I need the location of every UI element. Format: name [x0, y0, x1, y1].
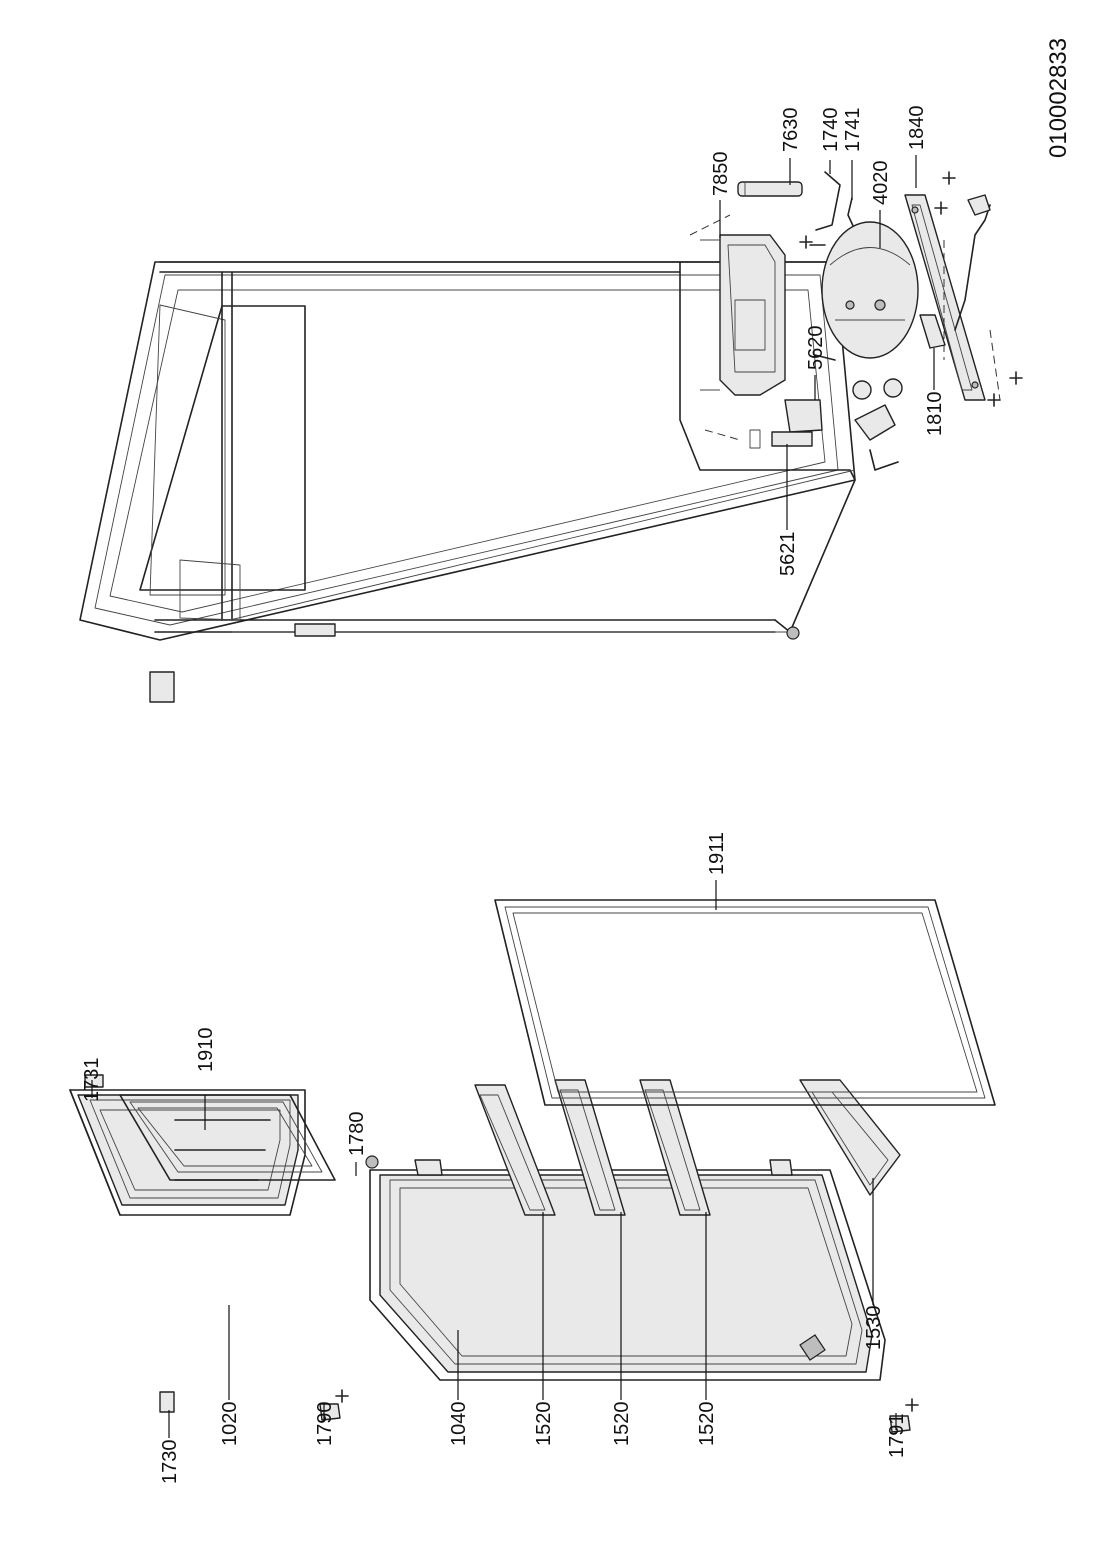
callout-5620: 5620 — [805, 326, 827, 371]
door-shelves — [474, 1079, 901, 1216]
callout-1020: 1020 — [219, 1402, 241, 1447]
callout-7630: 7630 — [780, 108, 802, 153]
large-gasket — [494, 899, 996, 1106]
callout-1520-c: 1520 — [696, 1402, 718, 1447]
callout-1741: 1741 — [842, 108, 864, 153]
callout-1840: 1840 — [906, 106, 928, 151]
screws-base — [799, 171, 1023, 407]
callout-labels: 1730 1731 1020 1910 1790 1780 1040 1520 … — [81, 38, 1072, 1484]
callout-1910: 1910 — [195, 1028, 217, 1073]
callout-1520-a: 1520 — [533, 1402, 555, 1447]
small-door — [69, 671, 306, 1216]
door-clips — [84, 1074, 919, 1433]
callout-1911: 1911 — [706, 832, 728, 875]
document-id: 010002833 — [1045, 38, 1072, 158]
callout-1530: 1530 — [863, 1306, 885, 1351]
main-door — [369, 1159, 886, 1381]
leader-lines — [91, 155, 935, 1438]
callout-1730: 1730 — [159, 1440, 181, 1485]
callout-1740: 1740 — [820, 108, 842, 153]
thermostat-parts — [704, 399, 823, 449]
power-cord — [954, 194, 991, 331]
callout-1791: 1791 — [886, 1414, 908, 1459]
starter-relay-parts — [852, 314, 946, 471]
part-1740-1741 — [815, 171, 856, 231]
callout-1040: 1040 — [448, 1402, 470, 1447]
part-7630 — [737, 181, 803, 197]
callout-1780: 1780 — [346, 1112, 368, 1157]
callout-1790: 1790 — [314, 1402, 336, 1447]
small-gasket — [119, 1094, 336, 1181]
callout-4020: 4020 — [870, 161, 892, 206]
base-plate — [904, 194, 986, 401]
callout-1520-b: 1520 — [611, 1402, 633, 1447]
callout-1810: 1810 — [924, 392, 946, 437]
compressor — [809, 221, 936, 361]
callout-7850: 7850 — [710, 152, 732, 197]
callout-1731: 1731 — [81, 1058, 103, 1103]
machine-compartment — [689, 214, 786, 396]
callout-5621: 5621 — [777, 532, 799, 577]
